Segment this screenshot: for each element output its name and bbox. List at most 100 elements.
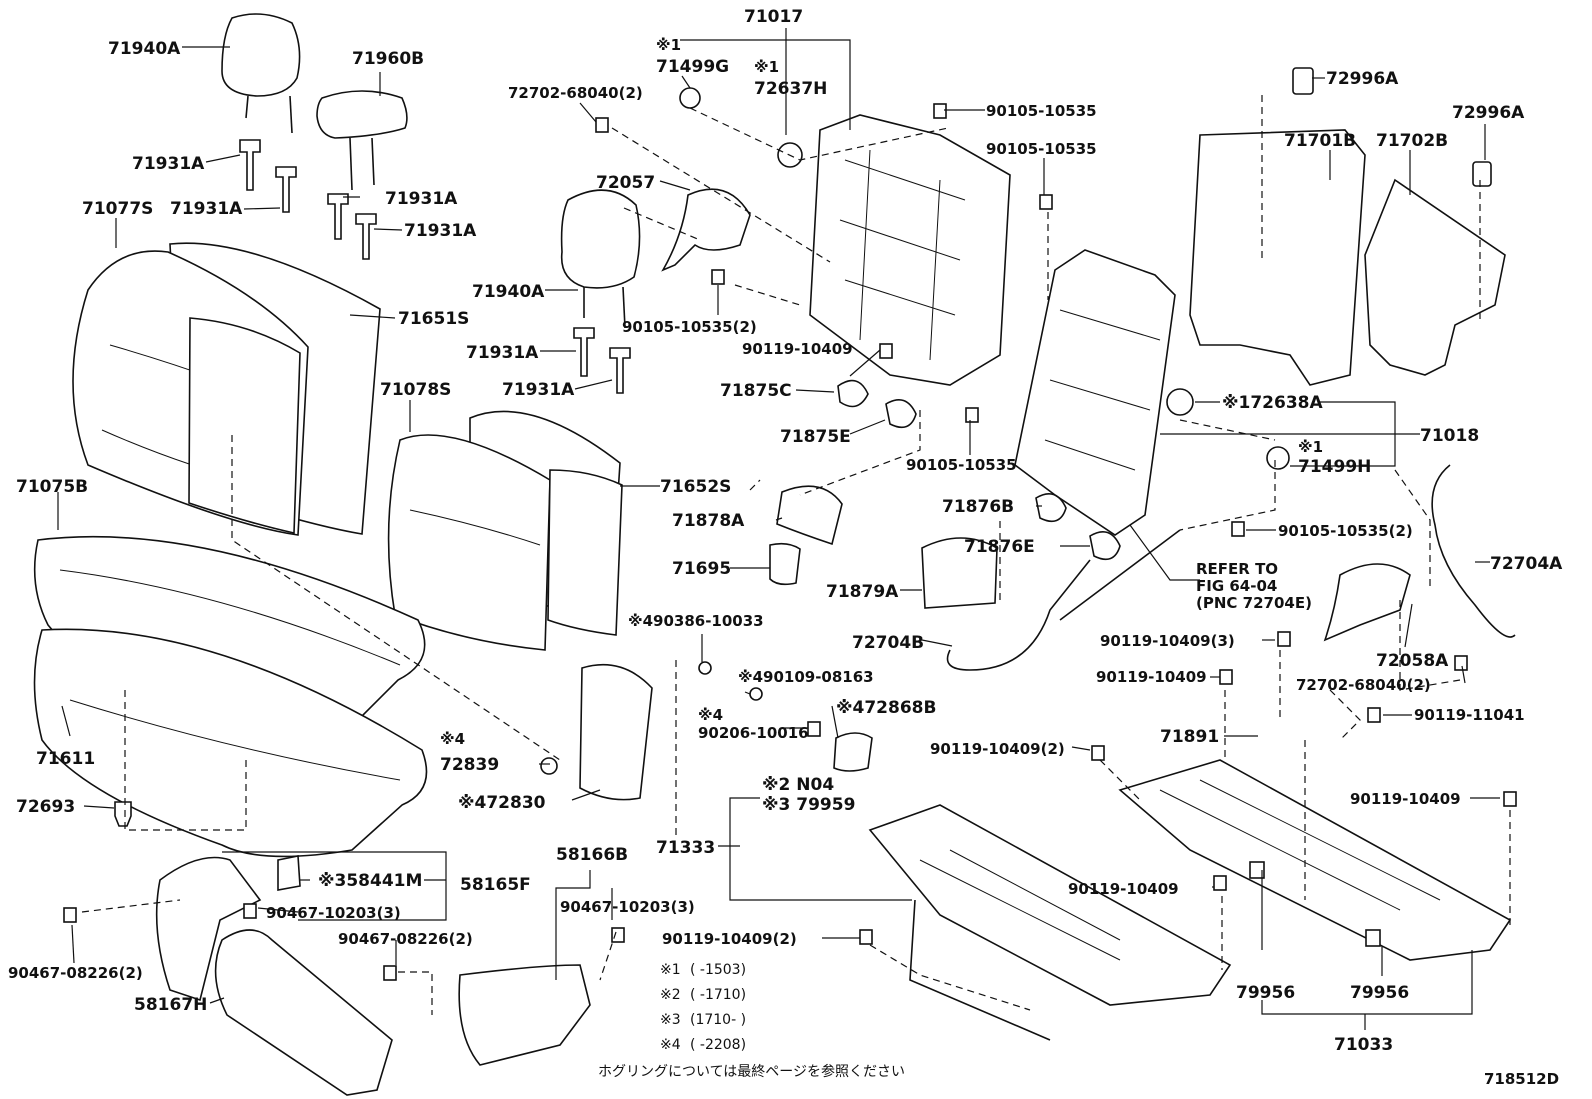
refer-line-1: REFER TO xyxy=(1196,560,1278,578)
legend-mark-2: ※2 xyxy=(660,987,681,1003)
legend-mark-3: ※3 xyxy=(660,1012,681,1028)
seat-cushion xyxy=(33,535,428,858)
trim-58166B xyxy=(458,964,591,1066)
seatback-frame-71017 xyxy=(809,114,1011,386)
label-72704A: 72704A xyxy=(1490,554,1563,574)
label-90119-10409-b: 90119-10409 xyxy=(1096,668,1207,686)
label-72057: 72057 xyxy=(596,173,655,193)
label-71940A-mid: 71940A xyxy=(472,282,545,302)
leader-lines xyxy=(57,28,1500,1030)
label-90105-10535-c: 90105-10535 xyxy=(906,456,1017,474)
label-90105-10535-2b: 90105-10535(2) xyxy=(1278,522,1413,540)
clip-72693 xyxy=(114,801,132,827)
seatback-71077S xyxy=(72,242,381,536)
label-72638A: ※172638A xyxy=(1222,393,1323,413)
label-90467-08226-2b: 90467-08226(2) xyxy=(8,964,143,982)
plate-58441M xyxy=(277,855,301,891)
label-71931A-6: 71931A xyxy=(502,380,575,400)
cover-71879A xyxy=(921,537,998,609)
figure-id: 718512D xyxy=(1484,1070,1559,1088)
label-90105-10535-2a: 90105-10535(2) xyxy=(622,318,757,336)
label-90105-10535-b: 90105-10535 xyxy=(986,140,1097,158)
clips-72996A xyxy=(1292,67,1492,187)
clip-72839 xyxy=(540,757,558,775)
label-90467-08226-2a: 90467-08226(2) xyxy=(338,930,473,948)
seatback-71078S xyxy=(387,410,623,651)
label-71499G: 71499G xyxy=(656,57,729,77)
hinge-cover-72057 xyxy=(661,188,751,272)
label-71876E: 71876E xyxy=(964,537,1035,557)
label-90109-08163: ※490109-08163 xyxy=(738,668,874,686)
label-90119-10409-3: 90119-10409(3) xyxy=(1100,632,1235,650)
label-90105-10535-a: 90105-10535 xyxy=(986,102,1097,120)
label-90467-10203-3a: 90467-10203(3) xyxy=(266,904,401,922)
label-mark1-c: ※1 xyxy=(1298,438,1323,456)
legend-mark-4: ※4 xyxy=(660,1037,681,1053)
part-labels: 71940A 71960B 71931A 71931A 71931A 71931… xyxy=(8,7,1563,1055)
label-mark1-b: ※1 xyxy=(754,58,779,76)
label-71077S: 71077S xyxy=(82,199,153,219)
label-58441M: ※358441M xyxy=(318,871,422,891)
label-79956-b: 79956 xyxy=(1350,983,1409,1003)
label-90386-10033: ※490386-10033 xyxy=(628,612,764,630)
label-71078S: 71078S xyxy=(380,380,451,400)
label-71875E: 71875E xyxy=(780,427,851,447)
label-71931A-5: 71931A xyxy=(466,343,539,363)
label-71333: 71333 xyxy=(656,838,715,858)
label-mark1-a: ※1 xyxy=(656,36,681,54)
label-72704B: 72704B xyxy=(852,633,924,653)
seat-frame-71333 xyxy=(868,804,1232,1041)
cover-71695 xyxy=(769,542,801,586)
refer-line-2: FIG 64-04 xyxy=(1196,577,1277,595)
label-72637H: 72637H xyxy=(754,79,827,99)
label-90119-10409-2a: 90119-10409(2) xyxy=(930,740,1065,758)
label-58166B: 58166B xyxy=(556,845,628,865)
headrest-71960B xyxy=(316,90,408,191)
label-79956-a: 79956 xyxy=(1236,983,1295,1003)
side-cover-72830 xyxy=(579,663,653,801)
label-90119-10409-c: 90119-10409 xyxy=(1350,790,1461,808)
label-71876B: 71876B xyxy=(942,497,1014,517)
label-90467-10203-3b: 90467-10203(3) xyxy=(560,898,695,916)
label-71695: 71695 xyxy=(672,559,731,579)
label-71702B: 71702B xyxy=(1376,131,1448,151)
label-71018: 71018 xyxy=(1420,426,1479,446)
label-71651S: 71651S xyxy=(398,309,469,329)
guide-lines xyxy=(81,95,1511,1015)
refer-note: REFER TO FIG 64-04 (PNC 72704E) xyxy=(1196,560,1312,612)
label-71075B: 71075B xyxy=(16,477,88,497)
seatback-frame-71018 xyxy=(1014,249,1176,536)
label-71931A-2: 71931A xyxy=(170,199,243,219)
label-71033: 71033 xyxy=(1334,1035,1393,1055)
headrest-71940A-top xyxy=(221,13,301,134)
cover-72058A xyxy=(1323,563,1411,642)
label-72702-68040-a: 72702-68040(2) xyxy=(508,84,643,102)
label-71652S: 71652S xyxy=(660,477,731,497)
legend: ※1 ( -1503) ※2 ( -1710) ※3 (1710- ) ※4 (… xyxy=(660,962,746,1053)
label-71891: 71891 xyxy=(1160,727,1219,747)
label-71931A-1: 71931A xyxy=(132,154,205,174)
label-79959: ※3 79959 xyxy=(762,795,855,815)
back-board-71702B xyxy=(1364,178,1506,376)
label-72702-68040-b: 72702-68040(2) xyxy=(1296,676,1431,694)
label-71875C: 71875C xyxy=(720,381,792,401)
label-72830: ※472830 xyxy=(458,793,546,813)
label-71017: 71017 xyxy=(744,7,803,27)
legend-range-1: ( -1503) xyxy=(690,962,746,978)
label-72693: 72693 xyxy=(16,797,75,817)
footer-note: ホグリングについては最終ページを参照ください xyxy=(598,1063,905,1080)
label-71931A-4: 71931A xyxy=(404,221,477,241)
label-mark4-b: ※4 xyxy=(440,730,465,748)
label-90119-10409-2b: 90119-10409(2) xyxy=(662,930,797,948)
legend-range-4: ( -2208) xyxy=(690,1037,746,1053)
headrest-71940A-mid xyxy=(560,189,641,329)
label-71879A: 71879A xyxy=(826,582,899,602)
spring-clips xyxy=(837,379,1121,561)
bolts xyxy=(63,103,1517,981)
label-72996A-b: 72996A xyxy=(1452,103,1525,123)
label-72996A-a: 72996A xyxy=(1326,69,1399,89)
cables xyxy=(946,464,1516,671)
cover-71878A xyxy=(776,485,843,546)
legend-mark-1: ※1 xyxy=(660,962,681,978)
